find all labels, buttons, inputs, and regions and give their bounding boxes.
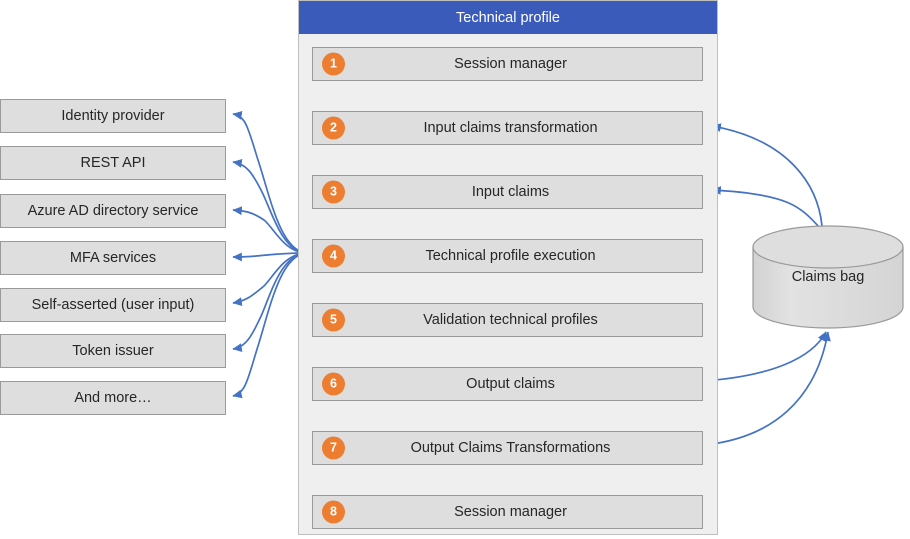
source-fan-arrows (232, 110, 307, 399)
claims-bag-read-arrows (711, 123, 823, 229)
step-box-input-claims[interactable]: 3 Input claims (312, 175, 703, 209)
technical-profile-container: Technical profile 1 Session manager 2 In… (298, 0, 718, 535)
step-box-output-claims-transformations[interactable]: 7 Output Claims Transformations (312, 431, 703, 465)
step-box-output-claims[interactable]: 6 Output claims (312, 367, 703, 401)
step-label: Input claims (471, 184, 550, 200)
step-number-badge: 1 (322, 52, 345, 76)
step-number-badge: 2 (322, 116, 345, 140)
source-box-and-more[interactable]: And more… (0, 381, 226, 415)
step-label: Technical profile execution (425, 248, 596, 264)
technical-profile-header: Technical profile (299, 1, 717, 34)
step-label: Validation technical profiles (423, 312, 598, 328)
source-box-mfa-services[interactable]: MFA services (0, 241, 226, 275)
source-box-label: Identity provider (61, 108, 165, 124)
step-label: Output Claims Transformations (410, 440, 611, 456)
page-title: Technical profile (456, 9, 560, 26)
claims-bag-label: Claims bag (791, 269, 865, 285)
source-box-label: And more… (74, 390, 152, 406)
source-box-label: Self-asserted (user input) (31, 297, 195, 313)
step-number-badge: 7 (322, 436, 345, 460)
step-number-badge: 4 (322, 244, 345, 268)
source-box-label: REST API (80, 155, 146, 171)
source-box-label: MFA services (69, 250, 157, 266)
step-label: Session manager (454, 56, 567, 72)
step-number-badge: 8 (322, 500, 345, 524)
step-box-session-manager-8[interactable]: 8 Session manager (312, 495, 703, 529)
step-number-badge: 6 (322, 372, 345, 396)
step-number-badge: 3 (322, 180, 345, 204)
source-box-label: Token issuer (72, 343, 154, 359)
step-label: Input claims transformation (423, 120, 598, 136)
step-box-validation-technical-profiles[interactable]: 5 Validation technical profiles (312, 303, 703, 337)
source-box-label: Azure AD directory service (27, 203, 199, 219)
source-box-token-issuer[interactable]: Token issuer (0, 334, 226, 368)
claims-bag-write-arrows (703, 331, 831, 446)
claims-bag-shape (752, 225, 904, 329)
source-box-self-asserted[interactable]: Self-asserted (user input) (0, 288, 226, 322)
step-label: Session manager (454, 504, 567, 520)
step-label: Output claims (466, 376, 555, 392)
source-box-rest-api[interactable]: REST API (0, 146, 226, 180)
source-box-azure-ad-directory-service[interactable]: Azure AD directory service (0, 194, 226, 228)
step-number-badge: 5 (322, 308, 345, 332)
step-box-session-manager-1[interactable]: 1 Session manager (312, 47, 703, 81)
source-box-identity-provider[interactable]: Identity provider (0, 99, 226, 133)
claims-bag-store[interactable]: Claims bag (753, 226, 903, 328)
step-box-input-claims-transformation[interactable]: 2 Input claims transformation (312, 111, 703, 145)
step-box-technical-profile-execution[interactable]: 4 Technical profile execution (312, 239, 703, 273)
